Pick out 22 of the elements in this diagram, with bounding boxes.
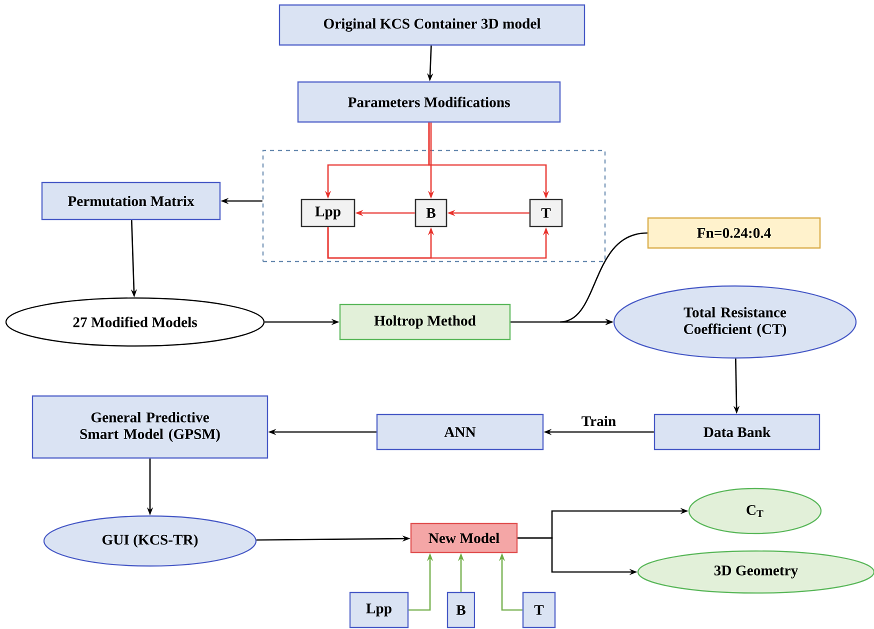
process-box: New Model — [410, 522, 518, 554]
process-box: Data Bank — [654, 414, 820, 450]
oval-node: GUI (KCS-TR) — [43, 515, 257, 567]
process-box: Permutation Matrix — [41, 182, 221, 220]
oval-node: 3D Geometry — [637, 550, 874, 594]
oval-node: Total Resistance Coefficient (CT) — [613, 285, 857, 359]
parameter-box: B — [414, 198, 448, 228]
process-box: Holtrop Method — [339, 304, 511, 340]
input-box: Fn=0.24:0.4 — [647, 217, 821, 249]
process-box: General Predictive Smart Model (GPSM) — [32, 395, 268, 459]
parameter-box: Lpp — [349, 592, 409, 628]
dashed-group-box — [262, 150, 606, 262]
process-box: Original KCS Container 3D model — [278, 4, 586, 46]
parameter-box: Lpp — [300, 198, 356, 228]
parameter-box: T — [529, 198, 563, 228]
oval-node: 27 Modified Models — [5, 297, 265, 347]
parameter-box: T — [522, 592, 556, 628]
process-box: Parameters Modifications — [297, 81, 561, 123]
parameter-box: B — [446, 592, 476, 628]
process-box: ANN — [376, 414, 544, 450]
oval-node: C$_{T}$ — [688, 488, 822, 534]
edge-label: Train — [580, 414, 618, 428]
